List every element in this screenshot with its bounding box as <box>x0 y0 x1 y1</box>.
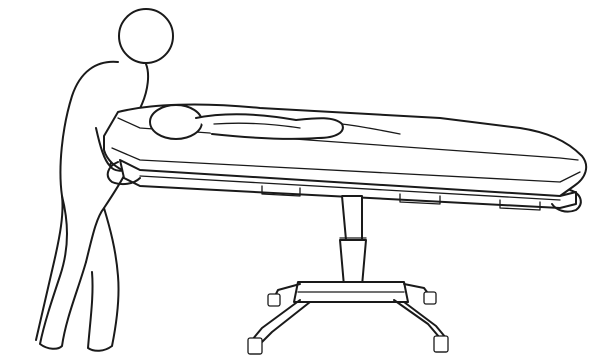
base-leg-front-right-edge <box>404 302 446 338</box>
patient-body <box>196 114 343 138</box>
operator-front-leg <box>86 208 119 351</box>
lift-column <box>342 196 362 240</box>
lift-column-lower <box>340 240 366 286</box>
base-leg-front-right <box>394 300 440 338</box>
stretcher <box>104 105 586 354</box>
caster-front-left <box>248 338 262 354</box>
patient-head <box>150 105 202 139</box>
operator-torso <box>36 62 118 340</box>
caster-back-right <box>424 292 436 304</box>
caster-back-left <box>268 294 280 306</box>
operator-head <box>119 9 173 63</box>
caster-front-right <box>434 336 448 352</box>
operator-back-leg <box>40 196 86 349</box>
